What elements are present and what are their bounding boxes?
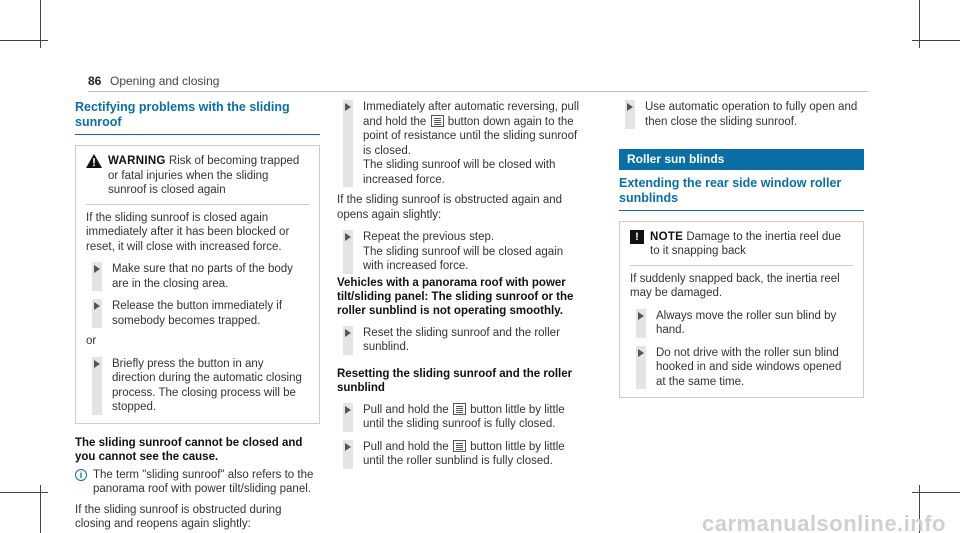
- step-arrow-icon: [343, 230, 353, 274]
- sunroof-button-icon: [452, 439, 466, 452]
- crop-mark: [40, 0, 41, 48]
- step-arrow-icon: [92, 262, 102, 291]
- list-item: Release the button immediately if somebo…: [86, 299, 309, 328]
- page-number: 86: [88, 74, 102, 88]
- warning-body: If the sliding sunroof is closed again i…: [86, 211, 290, 253]
- list-item: Repeat the previous step.The sliding sun…: [337, 230, 582, 274]
- note-body: If suddenly snapped back, the inertia re…: [630, 272, 840, 300]
- list-item: Do not drive with the roller sun blind h…: [630, 345, 853, 389]
- warning-head-text: Risk of becoming trapped or fatal injuri…: [108, 155, 300, 196]
- crop-mark: [912, 492, 960, 493]
- list-item: Pull and hold the button little by littl…: [337, 402, 582, 432]
- list-item: Pull and hold the button little by littl…: [337, 439, 582, 469]
- warning-label: WARNING: [108, 155, 166, 167]
- step-arrow-icon: [343, 100, 353, 187]
- note-box: ! NOTE Damage to the inertia reel due to…: [619, 220, 864, 398]
- column-1: Rectifying problems with the sliding sun…: [75, 100, 320, 532]
- list-item: Use automatic operation to fully open an…: [619, 100, 864, 129]
- crop-mark: [912, 40, 960, 41]
- section-bar-title: Roller sun blinds: [619, 149, 864, 170]
- crop-mark: [0, 492, 48, 493]
- paragraph: If the sliding sunroof is obstructed aga…: [337, 194, 563, 221]
- list-item: Make sure that no parts of the body are …: [86, 262, 309, 291]
- note-header: ! NOTE Damage to the inertia reel due to…: [630, 229, 853, 266]
- crop-mark: [919, 485, 920, 533]
- section-heading: Rectifying problems with the sliding sun…: [75, 100, 320, 135]
- step-arrow-icon: [636, 308, 646, 338]
- subheading: Resetting the sliding sunroof and the ro…: [337, 367, 573, 394]
- crop-mark: [40, 485, 41, 533]
- step-arrow-icon: [92, 356, 102, 415]
- watermark: carmanualsonline.info: [702, 510, 946, 533]
- step-arrow-icon: [92, 299, 102, 328]
- step-arrow-icon: [625, 100, 635, 129]
- list-item: Reset the sliding sunroof and the roller…: [337, 325, 582, 355]
- column-2: Immediately after automatic reversing, p…: [337, 100, 582, 469]
- exclamation-icon: !: [630, 229, 644, 244]
- list-item: Always move the roller sun blind by hand…: [630, 308, 853, 338]
- step-arrow-icon: [343, 439, 353, 469]
- info-note: i The term "sliding sunroof" also refers…: [75, 468, 320, 497]
- section-title: Opening and closing: [110, 74, 220, 88]
- note-head-text: Damage to the inertia reel due to it sna…: [650, 230, 842, 258]
- note-label: NOTE: [650, 230, 684, 243]
- list-item: Briefly press the button in any directio…: [86, 356, 309, 415]
- section-subtitle: Extending the rear side window roller su…: [619, 176, 864, 211]
- sunroof-button-icon: [430, 114, 444, 127]
- list-item: Immediately after automatic reversing, p…: [337, 100, 582, 187]
- page-header: 86 Opening and closing: [88, 74, 868, 92]
- sunroof-button-icon: [452, 402, 466, 415]
- step-arrow-icon: [343, 402, 353, 432]
- paragraph: If the sliding sunroof is obstructed dur…: [75, 503, 282, 531]
- info-icon: i: [75, 468, 87, 481]
- crop-mark: [919, 0, 920, 48]
- step-arrow-icon: [343, 325, 353, 355]
- column-3: Use automatic operation to fully open an…: [619, 100, 864, 398]
- step-arrow-icon: [636, 345, 646, 389]
- or-text: or: [86, 335, 97, 347]
- warning-box: WARNING Risk of becoming trapped or fata…: [75, 145, 320, 424]
- warning-header: WARNING Risk of becoming trapped or fata…: [86, 154, 309, 205]
- subheading: The sliding sunroof cannot be closed and…: [75, 436, 303, 463]
- subheading: Vehicles with a panorama roof with power…: [337, 276, 574, 317]
- crop-mark: [0, 40, 48, 41]
- warning-icon: [86, 154, 102, 168]
